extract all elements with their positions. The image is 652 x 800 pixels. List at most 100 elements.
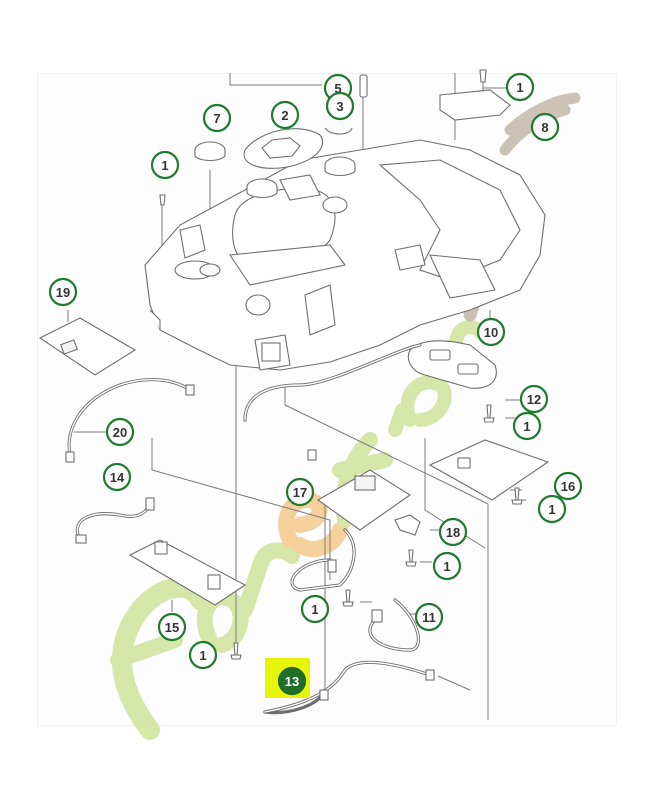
callout-number: 2 xyxy=(281,108,288,123)
callout-circle xyxy=(476,317,506,347)
callout-number: 1 xyxy=(199,648,206,663)
callout-1: 1 xyxy=(505,72,535,102)
display-module-button-1 xyxy=(429,349,451,361)
callout-7: 7 xyxy=(202,103,232,133)
main-board-17 xyxy=(316,469,411,531)
callout-circle xyxy=(414,602,444,632)
callout-number: 1 xyxy=(161,158,168,173)
spring-5 xyxy=(359,74,368,98)
chassis-button-seat xyxy=(199,263,221,277)
clip-18 xyxy=(394,514,421,536)
chassis-lower-right-lip xyxy=(429,254,496,299)
callout-circle xyxy=(105,417,135,447)
callout-1: 1 xyxy=(150,150,180,180)
seal-ring-3 xyxy=(324,127,353,135)
chassis-button-seat-3 xyxy=(322,196,348,214)
screw-17 xyxy=(342,589,354,607)
screws xyxy=(230,404,523,660)
callout-circle xyxy=(519,384,549,414)
callout-number: 1 xyxy=(548,502,555,517)
circuit-board-19 xyxy=(38,317,137,376)
callout-number: 16 xyxy=(561,479,575,494)
callout-1: 1 xyxy=(512,411,542,441)
callout-20: 20 xyxy=(105,417,135,447)
callout-circle xyxy=(553,471,583,501)
leader-12 xyxy=(505,399,520,419)
leader-top-frame xyxy=(229,73,322,86)
callout-circle xyxy=(512,411,542,441)
board-16-connector xyxy=(457,457,471,469)
callout-circle xyxy=(102,462,132,492)
button-cap-right-rim xyxy=(324,165,356,177)
callout-number: 1 xyxy=(516,80,523,95)
callout-circle xyxy=(438,517,468,547)
callout-circle xyxy=(202,103,232,133)
chassis-housing-part xyxy=(144,139,546,371)
screw-left-top xyxy=(159,194,166,206)
callout-circle xyxy=(505,72,535,102)
main-board-chip xyxy=(354,475,376,491)
watermark xyxy=(110,92,581,740)
watermark-stroke-f-bar xyxy=(110,632,183,668)
connector-13 xyxy=(319,689,329,701)
callout-circle xyxy=(300,594,330,624)
chassis-boss-top xyxy=(279,174,321,201)
leader-13-right xyxy=(437,675,471,691)
connector-20b xyxy=(65,451,75,463)
watermark-stroke-f xyxy=(111,577,210,740)
callout-circle xyxy=(325,91,355,121)
callout-1: 1 xyxy=(188,640,218,670)
callout-number: 18 xyxy=(446,525,460,540)
callout-circle xyxy=(530,112,560,142)
connector-11b xyxy=(371,609,383,623)
chassis-tab-left xyxy=(179,224,206,259)
leader-right-frame xyxy=(284,385,489,720)
callout-18: 18 xyxy=(438,517,468,547)
callout-number: 3 xyxy=(336,99,343,114)
callout-number: 7 xyxy=(213,111,220,126)
callout-17: 17 xyxy=(285,477,315,507)
display-module-button-2 xyxy=(457,363,479,375)
callout-number: 20 xyxy=(113,425,127,440)
connector-14 xyxy=(145,497,155,511)
callout-10: 10 xyxy=(476,317,506,347)
cables xyxy=(65,343,435,715)
bracket-8 xyxy=(439,89,511,121)
circuit-board-16 xyxy=(428,439,550,501)
cable-harness-13-inner xyxy=(264,661,431,713)
watermark-stroke-o xyxy=(196,589,249,653)
screw-top-right xyxy=(479,69,487,83)
display-base xyxy=(229,244,346,286)
callout-11: 11 xyxy=(414,602,444,632)
callout-number: 1 xyxy=(523,419,530,434)
cable-17-loop-inner xyxy=(291,529,355,591)
callout-number: 1 xyxy=(443,559,450,574)
callout-14: 14 xyxy=(102,462,132,492)
callout-number: 8 xyxy=(541,120,548,135)
screw-15 xyxy=(230,642,242,660)
chassis-slot-inner xyxy=(261,342,281,362)
cable-14 xyxy=(75,498,152,542)
keypad-membrane-cross xyxy=(261,137,301,159)
callout-number: 15 xyxy=(165,620,179,635)
callout-3: 3 xyxy=(325,91,355,121)
watermark-stroke-apos xyxy=(388,403,409,437)
callout-number: 5 xyxy=(334,81,341,96)
callout-1: 1 xyxy=(537,494,567,524)
callout-number: 19 xyxy=(56,285,70,300)
connector-17 xyxy=(307,449,317,461)
callout-circle xyxy=(150,150,180,180)
screw-12 xyxy=(483,404,495,423)
callout-circle xyxy=(270,100,300,130)
callout-circle xyxy=(537,494,567,524)
board-19-chip xyxy=(60,339,78,355)
chassis-connector xyxy=(394,244,426,271)
screw-18 xyxy=(405,549,417,567)
button-cap-mid-rim xyxy=(246,187,278,199)
callout-circle xyxy=(157,612,187,642)
callout-circle xyxy=(48,277,78,307)
callout-circle xyxy=(188,640,218,670)
connector-20 xyxy=(185,384,195,396)
